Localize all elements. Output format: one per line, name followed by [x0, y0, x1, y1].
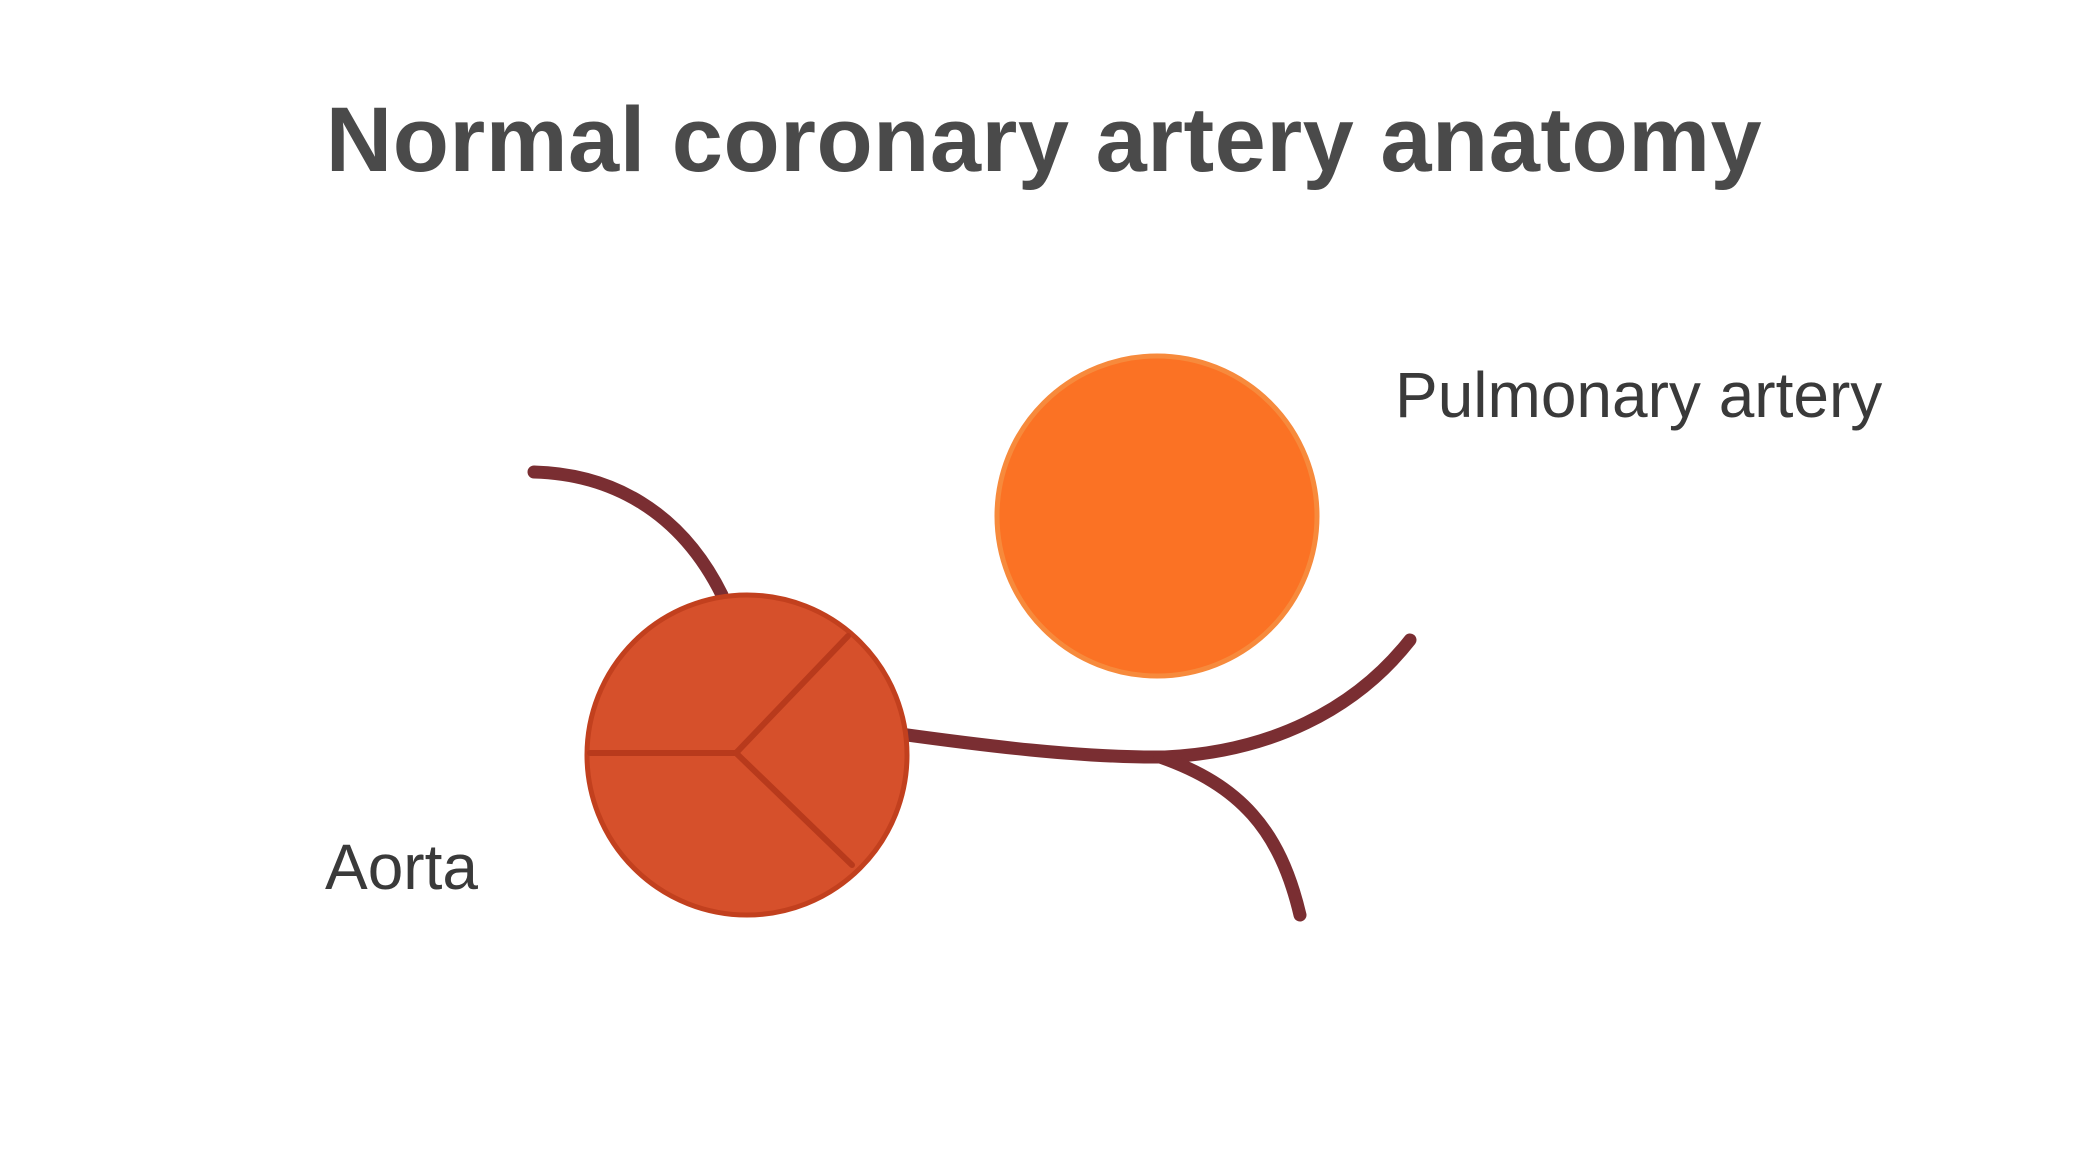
aortic-cusp-divider-upper [733, 633, 851, 756]
aortic-cusp-divider-lower [733, 750, 855, 868]
pulmonary-artery-label: Pulmonary artery [1395, 359, 1883, 431]
circumflex-artery-vessel [1153, 750, 1307, 922]
page-title: Normal coronary artery anatomy [325, 89, 1763, 191]
right-coronary-artery-vessel [527, 465, 729, 602]
aorta-shape [584, 592, 910, 918]
pulmonary-artery-circle [994, 353, 1320, 679]
aorta-label: Aorta [325, 831, 478, 903]
aorta-circle [584, 592, 910, 918]
